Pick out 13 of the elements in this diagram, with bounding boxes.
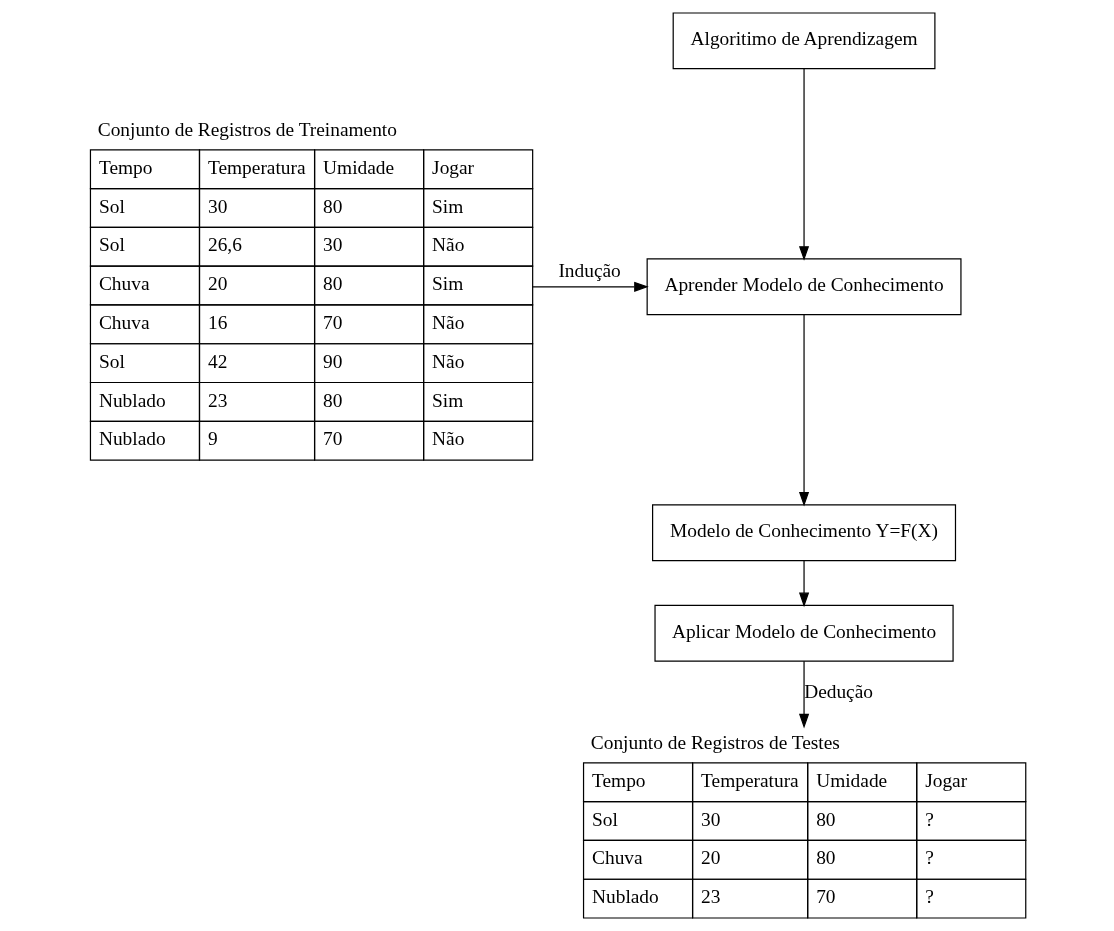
node-label: Conjunto de Registros de Testes [590,732,840,754]
arrow [531,281,649,292]
node-box: Aprender Modelo de Conhecimento [646,258,962,316]
node-label: Conjunto de Registros de Treinamento [97,119,397,141]
node-box: Modelo de Conhecimento Y=F(X) [651,504,956,562]
arrow [798,68,809,261]
node-box: Aplicar Modelo de Conhecimento [653,604,954,662]
edge-label: Indução [557,259,621,281]
node-box: Algoritimo de Aprendizagem [672,12,935,70]
arrow [798,560,809,608]
edge-label: Dedução [803,681,873,703]
arrow [798,660,809,729]
arrow [798,314,809,507]
